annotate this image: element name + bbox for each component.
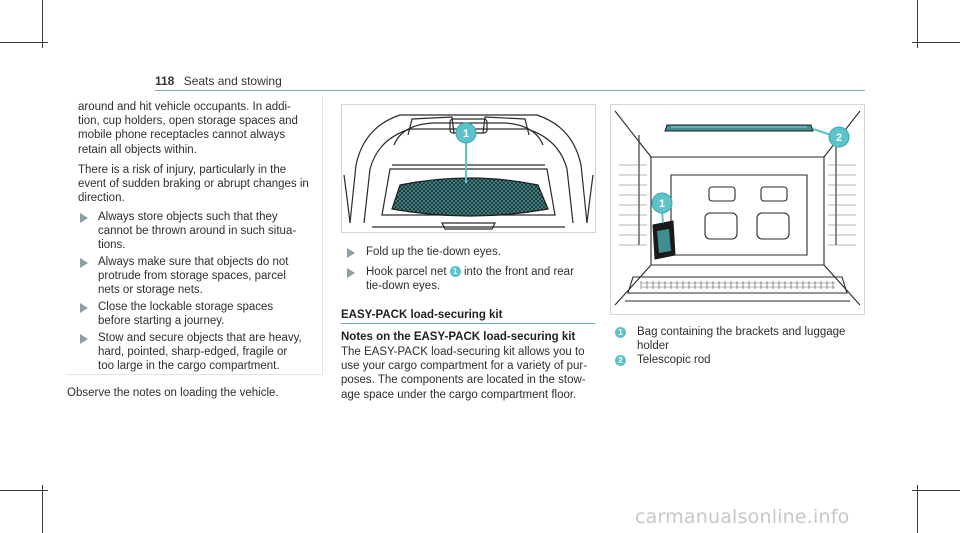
bullet-arrow-icon: [80, 334, 88, 344]
step-2: Hook parcel net 1 into the front and rea…: [366, 265, 574, 293]
callout-label: 2: [836, 132, 842, 144]
legend-item-1: 1 Bag containing the brackets and luggag…: [615, 325, 865, 355]
text-line: Always make sure that objects do not: [98, 256, 289, 268]
callout-label: 1: [463, 128, 469, 140]
legend-badge-1: 1: [615, 327, 626, 338]
callout-1-badge: 1: [449, 266, 461, 277]
warning-bullet: Stow and secure objects that are heavy, …: [98, 331, 302, 374]
crop-mark: [0, 490, 48, 491]
text-line: cannot be thrown around in such situa-: [98, 225, 297, 238]
step-arrow-icon: [347, 268, 355, 278]
legend-text: Bag containing the brackets and luggage …: [637, 325, 877, 353]
warning-paragraph-1: around and hit vehicle occupants. In add…: [78, 100, 298, 157]
figure-parcel-net: 1: [341, 104, 596, 233]
text-fragment: into the front and rear: [463, 266, 574, 278]
text-line: before starting a journey.: [98, 315, 225, 328]
text-line: too large in the cargo compartment.: [98, 360, 280, 373]
text-line: poses. The components are located in the…: [341, 374, 586, 387]
text-line: protrude from storage spaces, parcel: [98, 270, 286, 283]
warning-bullet: Close the lockable storage spaces before…: [98, 300, 273, 328]
crop-mark: [912, 490, 960, 491]
step-arrow-icon: [347, 248, 355, 258]
callout-1-icon: [651, 192, 673, 214]
page-number: 118: [155, 74, 175, 88]
text-line: hard, pointed, sharp-edged, fragile or: [98, 346, 288, 359]
crop-mark: [917, 485, 918, 533]
warning-bullet: Always make sure that objects do not pro…: [98, 255, 289, 298]
legend-badge-2: 2: [615, 355, 626, 366]
text-line: There is a risk of injury, particularly …: [78, 164, 287, 176]
text-line: The EASY-PACK load-securing kit allows y…: [341, 346, 585, 358]
notes-paragraph: The EASY-PACK load-securing kit allows y…: [341, 345, 587, 402]
text-line: nets or storage nets.: [98, 284, 203, 297]
callout-label: 1: [659, 198, 665, 210]
text-fragment: Hook parcel net: [366, 266, 447, 278]
running-title: Seats and stowing: [183, 74, 282, 88]
bullet-arrow-icon: [80, 258, 88, 268]
crop-mark: [917, 0, 918, 48]
text-line: tie-down eyes.: [366, 280, 441, 293]
text-line: Always store objects such that they: [98, 211, 278, 223]
crop-mark: [0, 42, 48, 43]
text-line: holder: [637, 340, 669, 353]
legend-item-2: 2 Telescopic rod: [615, 353, 865, 369]
crop-mark: [42, 0, 43, 48]
header-rule: [155, 90, 865, 91]
easy-pack-illustration: 2 1: [614, 110, 861, 306]
notes-heading: Notes on the EASY-PACK load-securing kit: [341, 331, 576, 343]
legend-text: Telescopic rod: [637, 353, 877, 367]
observe-note: Observe the notes on loading the vehicle…: [67, 387, 279, 399]
text-line: Close the lockable storage spaces: [98, 301, 274, 313]
text-line: tions.: [98, 239, 126, 252]
text-line: event of sudden braking or abrupt change…: [78, 178, 309, 191]
text-line: Telescopic rod: [637, 354, 711, 366]
text-line: Bag containing the brackets and luggage: [637, 326, 846, 338]
telescopic-rod: [664, 124, 814, 132]
warning-box: [67, 97, 323, 375]
text-line: around and hit vehicle occupants. In add…: [78, 101, 291, 113]
text-line: use your cargo compartment for a variety…: [341, 360, 588, 373]
callout-2-icon: [828, 126, 850, 148]
step-1: Fold up the tie-down eyes.: [366, 245, 501, 259]
section-heading: EASY-PACK load-securing kit: [341, 309, 503, 321]
text-line: Hook parcel net 1 into the front and rea…: [366, 265, 574, 279]
text-line: Fold up the tie-down eyes.: [366, 246, 501, 258]
text-line: tion, cup holders, open storage spaces a…: [78, 115, 298, 128]
section-rule: [341, 323, 595, 324]
figure-easy-pack-kit: 2 1: [610, 104, 865, 315]
watermark: carmanualsonline.info: [635, 506, 850, 528]
page-header: 118 Seats and stowing: [155, 74, 282, 88]
crop-mark: [42, 485, 43, 533]
bullet-arrow-icon: [80, 303, 88, 313]
text-line: retain all objects within.: [78, 143, 197, 156]
text-line: mobile phone receptacles cannot always: [78, 129, 286, 142]
callout-leader: [812, 128, 832, 136]
parcel-net-illustration: 1: [343, 114, 594, 230]
warning-paragraph-2: There is a risk of injury, particularly …: [78, 163, 309, 206]
text-line: age space under the cargo compartment fl…: [341, 388, 577, 401]
warning-bullet: Always store objects such that they cann…: [98, 210, 296, 253]
luggage-bag: [652, 220, 676, 260]
text-line: Stow and secure objects that are heavy,: [98, 332, 302, 344]
text-line: direction.: [78, 192, 125, 205]
bullet-arrow-icon: [80, 213, 88, 223]
callout-1-icon: [455, 122, 477, 144]
crop-mark: [912, 42, 960, 43]
